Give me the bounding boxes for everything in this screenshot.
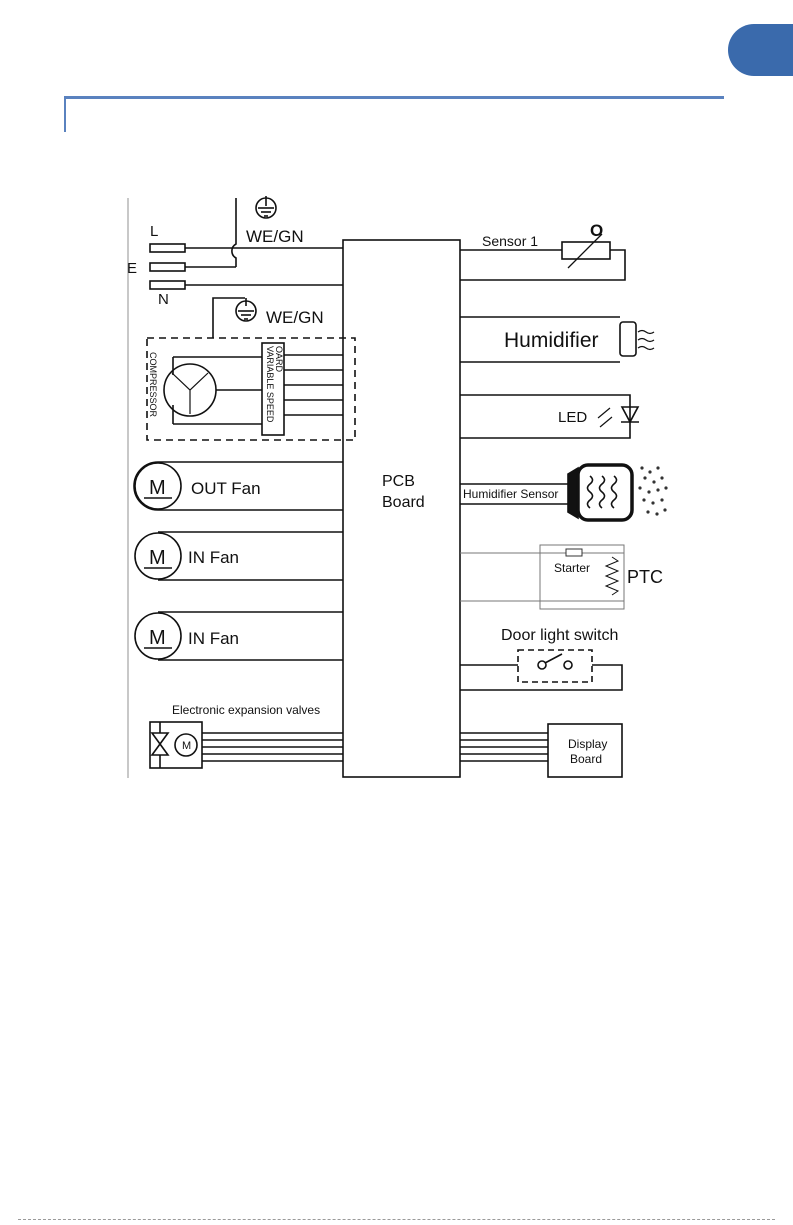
label-display-line2: Board — [570, 752, 602, 766]
eev-box — [150, 722, 202, 768]
label-sensor1-symbol: O — [590, 221, 603, 240]
label-display-line1: Display — [568, 737, 607, 751]
spray-dots-icon — [638, 466, 667, 515]
ptc-resistor-icon — [606, 557, 618, 595]
label-humidifier: Humidifier — [504, 329, 599, 352]
label-in-fan-1: IN Fan — [188, 548, 239, 567]
terminal-l — [150, 244, 185, 252]
label-sensor1: Sensor 1 — [482, 233, 538, 249]
humidifier-sensor-icon — [578, 465, 632, 520]
label-n: N — [158, 291, 169, 308]
valve-icon — [152, 733, 168, 755]
label-ground-2: WE/GN — [266, 308, 324, 327]
led-wires — [460, 395, 630, 438]
label-door-switch: Door light switch — [501, 627, 618, 644]
label-compressor: COMPRESSOR — [148, 352, 158, 418]
terminal-e — [150, 263, 185, 271]
label-eev: Electronic expansion valves — [172, 703, 320, 717]
in-fan-1-wires — [158, 532, 343, 580]
label-ptc: PTC — [627, 567, 663, 587]
label-pcb-line1: PCB — [382, 473, 415, 490]
ground-lead-1 — [232, 198, 236, 267]
humidifier-icon — [620, 322, 636, 356]
label-vsb-line2: OARD — [274, 346, 284, 373]
footer-rule — [18, 1219, 775, 1220]
label-l: L — [150, 223, 158, 240]
eev-motor-label: M — [182, 740, 191, 752]
terminal-n — [150, 281, 185, 289]
door-switch-box — [518, 650, 592, 682]
sensor1-wires — [460, 250, 625, 280]
starter-resistor — [566, 549, 582, 556]
in-fan-2-wires — [158, 612, 343, 660]
label-vsb-line1: VARIABLE SPEED — [265, 346, 275, 423]
label-in-fan-2: IN Fan — [188, 629, 239, 648]
label-humidifier-sensor: Humidifier Sensor — [463, 487, 558, 501]
label-out-fan: OUT Fan — [191, 479, 261, 498]
label-ground-1: WE/GN — [246, 227, 304, 246]
label-led: LED — [558, 409, 587, 426]
label-e: E — [127, 260, 137, 277]
label-pcb-line2: Board — [382, 494, 425, 511]
label-starter: Starter — [554, 561, 590, 575]
ground-lead-2 — [213, 298, 245, 338]
motor-label: M — [149, 477, 166, 499]
motor-label: M — [149, 547, 166, 569]
motor-label: M — [149, 627, 166, 649]
